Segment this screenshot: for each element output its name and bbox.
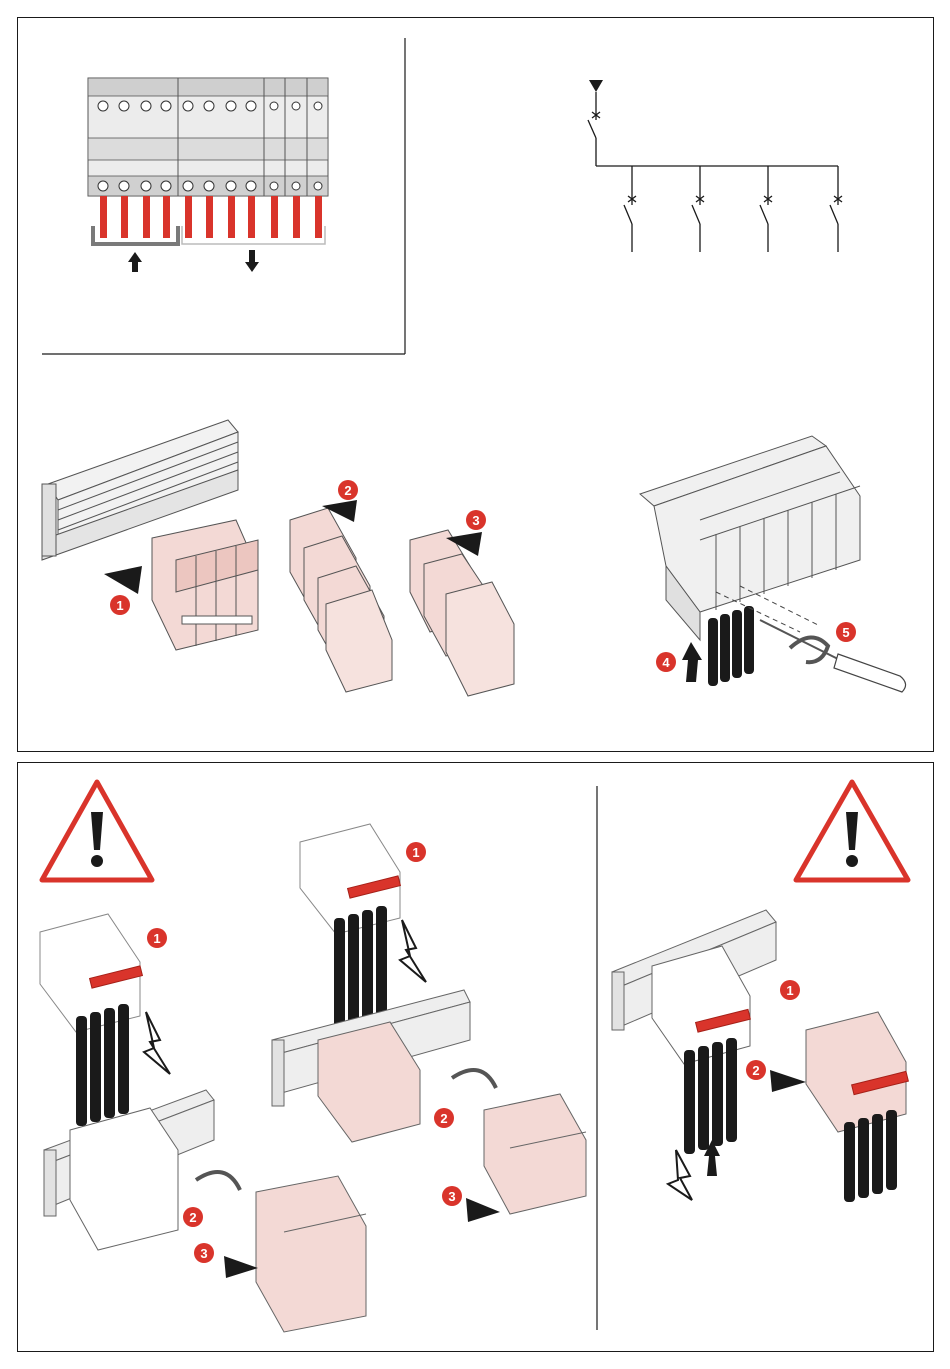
rotate-arrow-icon [196, 1172, 240, 1190]
step-badge-3: 3 [194, 1243, 214, 1263]
svg-text:3: 3 [448, 1189, 455, 1204]
arrow-right-icon [466, 1198, 500, 1222]
arrow-right-icon [224, 1256, 258, 1278]
svg-text:2: 2 [189, 1210, 196, 1225]
rotate-arrow-icon [452, 1070, 496, 1088]
svg-text:1: 1 [153, 931, 160, 946]
lightning-icon [668, 1150, 692, 1200]
step-badge-2: 2 [746, 1060, 766, 1080]
step-badge-3: 3 [442, 1186, 462, 1206]
step-badge-1: 1 [406, 842, 426, 862]
step-badge-2: 2 [183, 1207, 203, 1227]
svg-text:1: 1 [786, 983, 793, 998]
svg-text:1: 1 [412, 845, 419, 860]
step-badge-2: 2 [434, 1108, 454, 1128]
din-rail-assembly-left [44, 1090, 214, 1250]
breaker-pink-removed [484, 1094, 586, 1214]
svg-text:3: 3 [200, 1246, 207, 1261]
arrow-right-icon [770, 1070, 806, 1092]
step-badge-1: 1 [780, 980, 800, 1000]
warning-triangle-icon [796, 782, 908, 880]
warning-triangle-icon [42, 782, 152, 880]
step-badge-1: 1 [147, 928, 167, 948]
svg-text:2: 2 [440, 1111, 447, 1126]
lightning-icon [144, 1012, 170, 1074]
din-rail-assembly-right [612, 910, 776, 1064]
svg-text:2: 2 [752, 1063, 759, 1078]
breaker-pink-removed [256, 1176, 366, 1332]
lightning-icon [400, 920, 426, 982]
